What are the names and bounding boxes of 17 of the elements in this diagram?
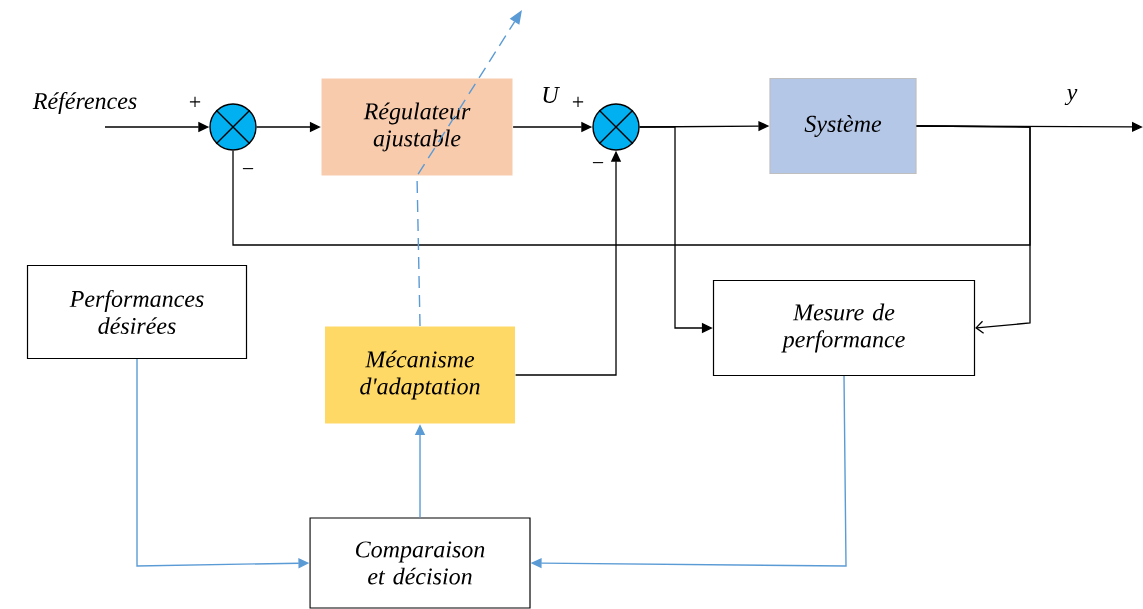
sign-label: − (592, 162, 604, 164)
connector-arrow (416, 10, 522, 327)
process-box: Performances désirées (26, 264, 248, 360)
sign-label: + (572, 96, 584, 108)
edge-label: Références (31, 91, 139, 115)
process-box: Système (769, 77, 917, 175)
connector-arrow (915, 125, 1031, 334)
sign-label: − (242, 168, 254, 170)
process-box: Mécanisme d'adaptation (325, 326, 515, 424)
summing-junction (592, 103, 640, 151)
process-box: Comparaison et décision (309, 517, 531, 609)
process-box: Régulateur ajustable (321, 78, 513, 176)
summing-junction (209, 103, 257, 151)
edge-label: y (1064, 87, 1079, 107)
sign-label: + (189, 96, 201, 108)
edge-label: U (540, 86, 560, 104)
process-box: Mesure de performance (712, 279, 976, 377)
